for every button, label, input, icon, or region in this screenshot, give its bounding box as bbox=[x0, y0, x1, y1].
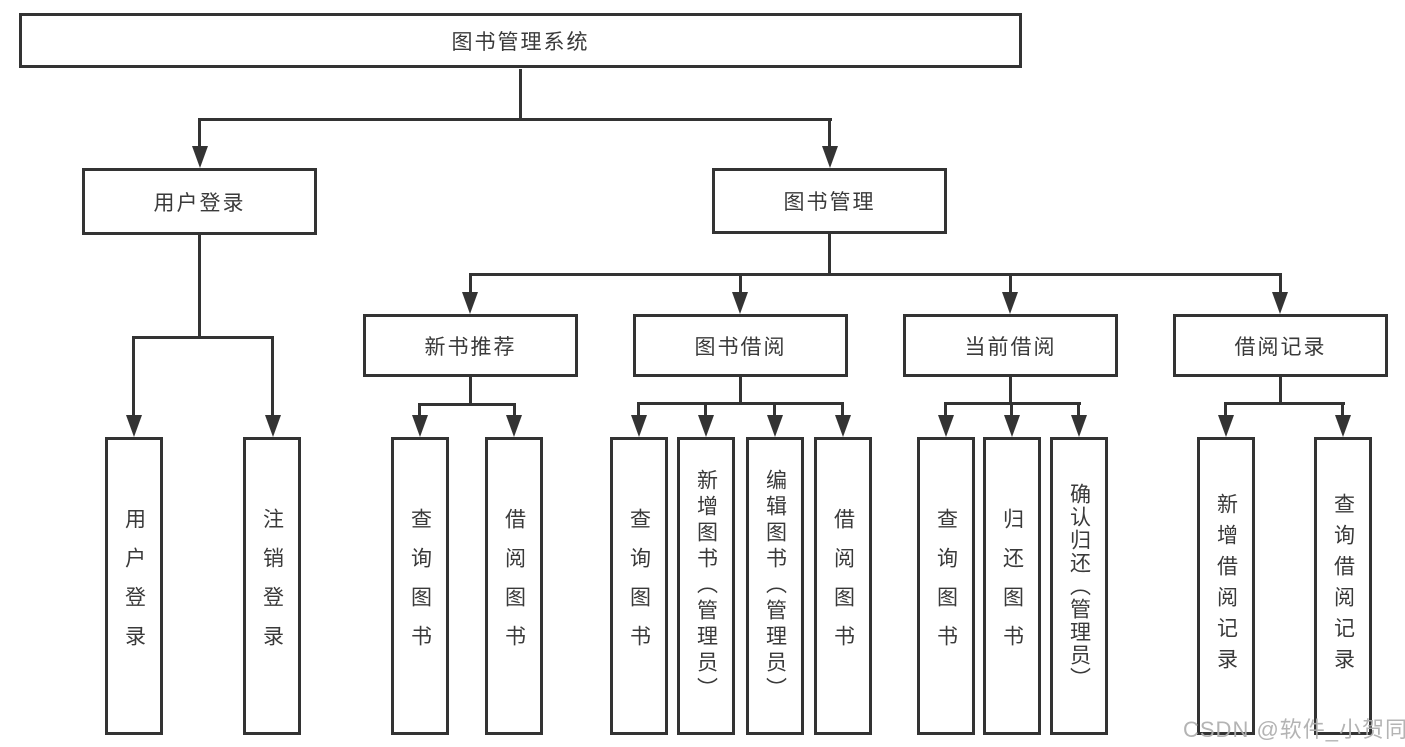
arrow-down-icon bbox=[698, 415, 714, 437]
arrow-down-icon bbox=[1004, 415, 1020, 437]
connector-vline bbox=[828, 118, 831, 148]
node-bb-edit-book-admin: 编辑图书（管理员） bbox=[746, 437, 804, 735]
connector-vline bbox=[1279, 377, 1282, 402]
arrow-down-icon bbox=[631, 415, 647, 437]
node-leaf-logout: 注销登录 bbox=[243, 437, 301, 735]
leaf-label: 归还图书 bbox=[1000, 508, 1024, 664]
leaf-label: 借阅图书 bbox=[831, 508, 855, 664]
leaf-label: 查询图书 bbox=[934, 508, 958, 664]
connector-vline bbox=[944, 402, 947, 417]
arrow-down-icon bbox=[938, 415, 954, 437]
connector-hline bbox=[199, 118, 832, 121]
connector-vline bbox=[198, 235, 201, 336]
arrow-down-icon bbox=[1218, 415, 1234, 437]
node-bb-add-book-admin: 新增图书（管理员） bbox=[677, 437, 735, 735]
connector-vline bbox=[1010, 402, 1013, 417]
node-new-book-rec: 新书推荐 bbox=[363, 314, 578, 377]
node-leaf-user-login: 用户登录 bbox=[105, 437, 163, 735]
arrow-down-icon bbox=[835, 415, 851, 437]
node-user-login-label: 用户登录 bbox=[153, 191, 246, 215]
arrow-down-icon bbox=[732, 292, 748, 314]
connector-vline bbox=[469, 273, 472, 295]
node-current-borrow: 当前借阅 bbox=[903, 314, 1118, 377]
connector-vline bbox=[1341, 402, 1344, 417]
leaf-label: 用户登录 bbox=[122, 508, 146, 664]
node-book-mgmt: 图书管理 bbox=[712, 168, 947, 234]
node-nb-borrow-book: 借阅图书 bbox=[485, 437, 543, 735]
node-br-query-record: 查询借阅记录 bbox=[1314, 437, 1372, 735]
node-book-mgmt-label: 图书管理 bbox=[783, 191, 876, 214]
node-borrow-records-label: 借阅记录 bbox=[1234, 335, 1327, 359]
connector-vline bbox=[1009, 377, 1012, 402]
node-cb-query-book: 查询图书 bbox=[917, 437, 975, 735]
node-current-borrow-label: 当前借阅 bbox=[964, 335, 1057, 359]
connector-hline bbox=[1224, 402, 1345, 405]
arrow-down-icon bbox=[412, 415, 428, 437]
arrow-down-icon bbox=[126, 415, 142, 437]
connector-vline bbox=[1009, 273, 1012, 295]
connector-vline bbox=[828, 233, 831, 273]
node-book-borrow-label: 图书借阅 bbox=[694, 335, 787, 359]
node-cb-confirm-return-admin: 确认归还（管理员） bbox=[1050, 437, 1108, 735]
node-bb-borrow-book: 借阅图书 bbox=[814, 437, 872, 735]
connector-vline bbox=[418, 403, 421, 417]
arrow-down-icon bbox=[506, 415, 522, 437]
connector-vline bbox=[519, 69, 522, 118]
connector-hline bbox=[469, 273, 1281, 276]
arrow-down-icon bbox=[1002, 292, 1018, 314]
arrow-down-icon bbox=[1272, 292, 1288, 314]
node-root-label: 图书管理系统 bbox=[451, 30, 590, 54]
node-borrow-records: 借阅记录 bbox=[1173, 314, 1388, 377]
arrow-down-icon bbox=[822, 146, 838, 168]
connector-vline bbox=[469, 377, 472, 403]
connector-vline bbox=[271, 336, 274, 416]
arrow-down-icon bbox=[192, 146, 208, 168]
connector-vline bbox=[773, 402, 776, 417]
connector-vline bbox=[704, 402, 707, 417]
leaf-label: 借阅图书 bbox=[502, 508, 526, 664]
leaf-label: 编辑图书（管理员） bbox=[763, 469, 787, 703]
connector-vline bbox=[1077, 402, 1080, 417]
leaf-label: 查询借阅记录 bbox=[1331, 493, 1355, 679]
connector-hline bbox=[418, 403, 516, 406]
connector-vline bbox=[198, 118, 201, 148]
node-cb-return-book: 归还图书 bbox=[983, 437, 1041, 735]
connector-hline bbox=[637, 402, 843, 405]
arrow-down-icon bbox=[1071, 415, 1087, 437]
arrow-down-icon bbox=[265, 415, 281, 437]
connector-vline bbox=[132, 336, 135, 416]
node-book-borrow: 图书借阅 bbox=[633, 314, 848, 377]
connector-vline bbox=[1279, 273, 1282, 295]
leaf-label: 新增图书（管理员） bbox=[694, 469, 718, 703]
connector-vline bbox=[513, 403, 516, 417]
connector-vline bbox=[637, 402, 640, 417]
csdn-watermark: CSDN @软件_小贺同学 bbox=[1183, 717, 1405, 742]
node-bb-query-book: 查询图书 bbox=[610, 437, 668, 735]
node-br-add-record: 新增借阅记录 bbox=[1197, 437, 1255, 735]
leaf-label: 新增借阅记录 bbox=[1214, 493, 1238, 679]
connector-hline bbox=[132, 336, 274, 339]
connector-vline bbox=[739, 377, 742, 402]
leaf-label: 注销登录 bbox=[260, 508, 284, 664]
node-new-book-rec-label: 新书推荐 bbox=[424, 335, 517, 359]
connector-vline bbox=[739, 273, 742, 295]
node-nb-query-book: 查询图书 bbox=[391, 437, 449, 735]
arrow-down-icon bbox=[767, 415, 783, 437]
connector-vline bbox=[1224, 402, 1227, 417]
leaf-label: 查询图书 bbox=[408, 508, 432, 664]
arrow-down-icon bbox=[1335, 415, 1351, 437]
connector-vline bbox=[841, 402, 844, 417]
node-root: 图书管理系统 bbox=[19, 13, 1022, 68]
node-user-login: 用户登录 bbox=[82, 168, 317, 235]
leaf-label: 确认归还（管理员） bbox=[1067, 482, 1091, 690]
arrow-down-icon bbox=[462, 292, 478, 314]
leaf-label: 查询图书 bbox=[627, 508, 651, 664]
